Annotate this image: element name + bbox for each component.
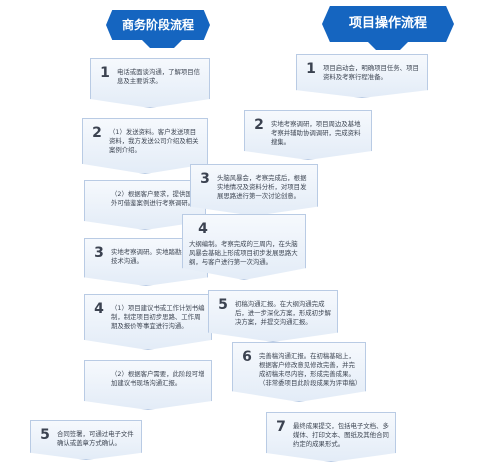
- step-number: 5: [218, 297, 228, 313]
- project-step: 2 实地考察调研，项目周边及基地考察并辅助协调调研，完成资料搜集。: [244, 110, 372, 160]
- step-text: 初稿沟通汇报。在大纲沟通完成后，进一步深化方案，形成初步解决方案，并提交沟通汇报…: [235, 300, 331, 326]
- business-step: 2 （1）发送资料。客户发送项目资料，我方发送公司介绍及相关案例介绍。: [82, 118, 208, 174]
- step-text: 电话或面谈沟通，了解项目信息及主要诉求。: [117, 68, 201, 85]
- business-step: （2）根据客户要求，提供国内外可借鉴案例进行考察调研。: [84, 180, 206, 230]
- step-text: 头脑风暴会，考察完成后，根据实地情况及资料分析，对项目发展思路进行第一次讨论创意…: [217, 174, 307, 200]
- project-step: 6 完善稿沟通汇报。在初稿基础上，根据客户修改意见修改完善，并完成初稿未尽内容，…: [232, 342, 366, 402]
- step-number: 2: [254, 117, 264, 133]
- project-step: 5 初稿沟通汇报。在大纲沟通完成后，进一步深化方案，形成初步解决方案，并提交沟通…: [208, 290, 338, 342]
- project-operation-header: 项目操作流程: [322, 6, 454, 42]
- step-number: 4: [94, 301, 104, 317]
- project-step: 4 大纲编制。考察完成的三周内，在头脑风暴会基础上形成项目初步发展思路大纲，与客…: [182, 214, 306, 280]
- step-text: 合同签署，可通过电子文件确认或盖章方式确认。: [57, 430, 134, 447]
- step-number: 6: [242, 349, 252, 365]
- business-step: 3 实地考察调研。实地踏勘并现场技术沟通。: [84, 238, 208, 286]
- business-step: 4 （1）项目建议书或工作计划书编制，制定项目初步思路、工作周期及报价等事宜进行…: [84, 294, 212, 350]
- step-number: 5: [40, 427, 50, 443]
- step-number: 3: [94, 245, 104, 261]
- project-step: 1 项目启动会，明确项目任务、项目资料及考察行程准备。: [296, 54, 428, 98]
- business-step: （2）根据客户需要，此阶段可增加建议书现场沟通汇报。: [84, 360, 212, 410]
- step-text: （2）根据客户要求，提供国内外可借鉴案例进行考察调研。: [111, 190, 199, 207]
- step-text: 实地考察调研。实地踏勘并现场技术沟通。: [111, 248, 201, 265]
- step-text: （1）发送资料。客户发送项目资料，我方发送公司介绍及相关案例介绍。: [109, 128, 199, 154]
- step-number: 1: [100, 65, 110, 81]
- business-step: 5 合同签署，可通过电子文件确认或盖章方式确认。: [30, 420, 142, 460]
- step-text: 项目启动会，明确项目任务、项目资料及考察行程准备。: [323, 64, 419, 81]
- step-text: 完善稿沟通汇报。在初稿基础上，根据客户修改意见修改完善，并完成初稿未尽内容，形成…: [259, 352, 362, 387]
- project-operation-header-tail: [368, 42, 408, 50]
- step-text: 最终成果提交，包括电子文档、多媒体、打印文本、图纸及其他合同约定的成果形式。: [293, 422, 389, 448]
- step-number: 2: [92, 125, 102, 141]
- step-number: 7: [276, 419, 286, 435]
- project-step: 3 头脑风暴会，考察完成后，根据实地情况及资料分析，对项目发展思路进行第一次讨论…: [190, 164, 318, 216]
- project-step: 7 最终成果提交，包括电子文档、多媒体、打印文本、图纸及其他合同约定的成果形式。: [266, 412, 396, 462]
- step-text: （1）项目建议书或工作计划书编制，制定项目初步思路、工作周期及报价等事宜进行沟通…: [111, 304, 205, 330]
- business-step: 1 电话或面谈沟通，了解项目信息及主要诉求。: [90, 58, 210, 108]
- step-number: 4: [198, 221, 208, 237]
- step-text: 实地考察调研，项目周边及基地考察并辅助协调调研，完成资料搜集。: [271, 120, 361, 146]
- step-text: （2）根据客户需要，此阶段可增加建议书现场沟通汇报。: [111, 370, 205, 387]
- step-text: 大纲编制。考察完成的三周内，在头脑风暴会基础上形成项目初步发展思路大纲，与客户进…: [189, 240, 298, 266]
- business-stage-header: 商务阶段流程: [106, 10, 210, 40]
- step-number: 3: [200, 171, 210, 187]
- business-stage-header-tail: [142, 40, 182, 48]
- step-number: 1: [306, 61, 316, 77]
